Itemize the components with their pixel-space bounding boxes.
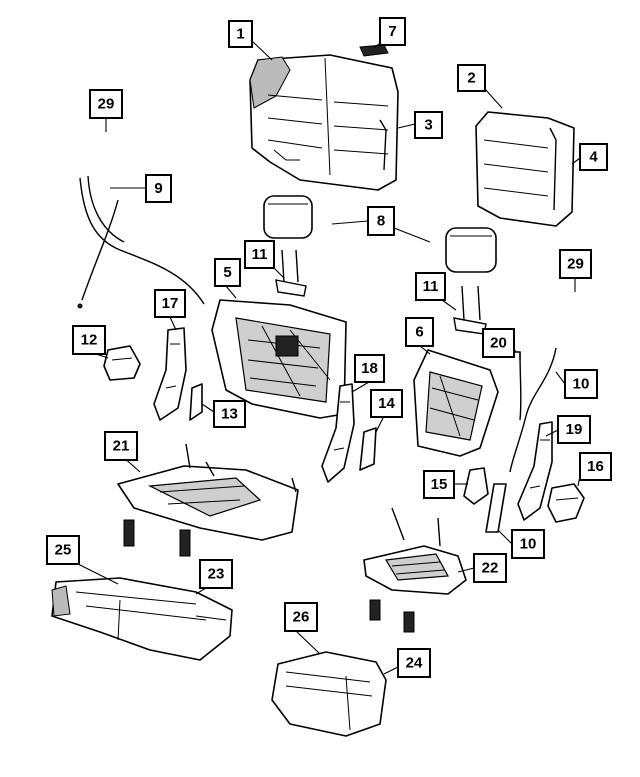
callout-18: 18	[354, 354, 385, 383]
callout-15-label: 15	[431, 476, 448, 493]
callout-2: 2	[457, 64, 486, 92]
callout-17-label: 17	[162, 295, 179, 312]
cushion-frame-right-part	[363, 507, 467, 633]
callout-8-label: 8	[377, 213, 385, 230]
callout-9: 9	[145, 174, 172, 203]
latch-bezel-part	[359, 44, 389, 57]
headrest-guide-left-part	[275, 249, 307, 297]
callout-18-label: 18	[361, 360, 378, 377]
callout-22-label: 22	[482, 560, 499, 577]
callout-29-left-label: 29	[98, 96, 115, 113]
cushion-frame-left-part	[117, 443, 299, 557]
callout-1-label: 1	[236, 26, 244, 43]
callout-21: 21	[104, 431, 138, 461]
callout-15: 15	[423, 470, 455, 499]
headrest-right-part	[445, 227, 497, 273]
callout-24-label: 24	[406, 655, 423, 672]
callout-10-upper-label: 10	[573, 376, 590, 393]
callout-20: 20	[482, 328, 515, 358]
callout-3-label: 3	[424, 117, 432, 134]
headrest-left-part	[263, 195, 313, 239]
bracket-cover-part	[463, 467, 489, 505]
callout-21-label: 21	[113, 438, 130, 455]
seat-back-right-part	[475, 111, 575, 227]
seat-cushion-right-part	[271, 651, 387, 737]
callout-10-upper: 10	[564, 369, 598, 399]
callout-26: 26	[284, 602, 318, 632]
callout-12: 12	[72, 325, 106, 355]
callout-7: 7	[379, 17, 406, 46]
callout-4-label: 4	[589, 149, 598, 166]
callout-6-label: 6	[415, 324, 423, 341]
callout-17: 17	[154, 289, 186, 318]
callout-2-label: 2	[467, 70, 475, 87]
callout-11-left-label: 11	[252, 246, 268, 263]
callout-13-label: 13	[221, 406, 238, 423]
hinge-bracket-17-part	[153, 327, 187, 421]
callout-14: 14	[370, 389, 403, 418]
callout-11-left: 11	[244, 240, 275, 269]
callout-25-label: 25	[55, 542, 72, 559]
callout-4: 4	[579, 143, 608, 171]
pivot-cover-right-part	[547, 483, 585, 523]
callout-26-label: 26	[293, 609, 310, 626]
callout-16-label: 16	[587, 458, 604, 475]
hinge-bracket-18-part	[321, 383, 355, 483]
trim-strip-part	[485, 483, 507, 533]
callout-29-left: 29	[89, 89, 123, 119]
callout-29-right-label: 29	[567, 256, 584, 273]
trim-cover-part	[189, 383, 203, 421]
callout-24: 24	[397, 648, 431, 678]
callout-3: 3	[414, 111, 443, 139]
callout-23-label: 23	[208, 566, 225, 583]
callout-20-label: 20	[490, 335, 507, 352]
pivot-cover-left-part	[103, 345, 141, 381]
callout-25: 25	[46, 535, 80, 565]
callout-11-right: 11	[415, 272, 446, 301]
callout-19: 19	[557, 415, 591, 444]
callout-8: 8	[367, 206, 395, 236]
seat-back-frame-left-part	[211, 299, 347, 419]
callout-9-label: 9	[154, 180, 162, 197]
callout-5: 5	[214, 258, 241, 287]
callout-19-label: 19	[566, 421, 583, 438]
callout-5-label: 5	[223, 264, 231, 281]
callout-10-lower-label: 10	[520, 536, 537, 553]
callout-6: 6	[405, 317, 434, 347]
seat-cushion-left-part	[51, 577, 233, 661]
callout-1: 1	[228, 20, 253, 48]
callout-7-label: 7	[388, 23, 396, 40]
callout-23: 23	[199, 559, 233, 589]
hinge-bracket-19-part	[517, 421, 553, 521]
callout-11-right-label: 11	[423, 278, 439, 295]
release-cable-left-part	[77, 175, 205, 309]
seat-back-left-part	[249, 54, 399, 191]
callout-12-label: 12	[81, 332, 98, 349]
seat-back-frame-right-part	[413, 349, 499, 457]
hinge-cover-part	[359, 427, 377, 471]
callout-16: 16	[579, 452, 612, 481]
callout-13: 13	[213, 400, 246, 428]
callout-10-lower: 10	[511, 529, 545, 559]
callout-29-right: 29	[559, 249, 592, 279]
callout-22: 22	[473, 553, 507, 583]
headrest-guide-right-part	[453, 285, 487, 335]
callout-14-label: 14	[378, 395, 395, 412]
